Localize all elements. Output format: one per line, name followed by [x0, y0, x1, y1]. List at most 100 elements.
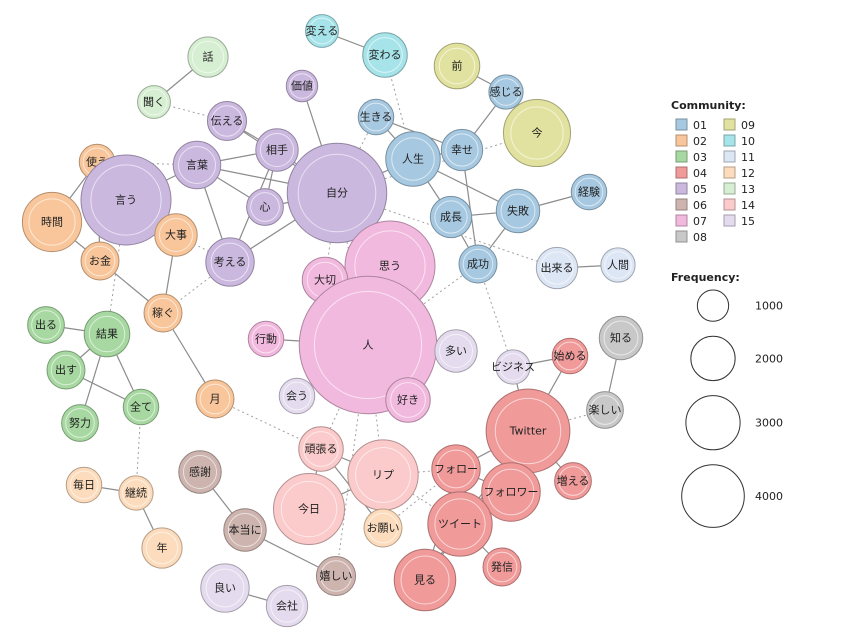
node-seikou[interactable]: 成功 — [458, 244, 498, 284]
node-inner-ring — [178, 146, 216, 184]
node-twitter[interactable]: Twitter — [485, 388, 571, 474]
node-onegai[interactable]: お願い — [363, 508, 403, 548]
node-kotoba[interactable]: 言葉 — [172, 140, 222, 190]
node-circle — [83, 310, 131, 358]
node-hontou[interactable]: 本当に — [223, 508, 267, 552]
node-tsuki[interactable]: 月 — [195, 379, 235, 419]
node-subete[interactable]: 全て — [122, 388, 160, 426]
node-label: 成功 — [467, 258, 489, 271]
node-label: お願い — [367, 522, 400, 535]
node-circle — [495, 188, 541, 234]
node-inner-ring — [210, 242, 250, 282]
node-deru[interactable]: 出る — [27, 306, 65, 344]
node-suki[interactable]: 好き — [385, 377, 431, 423]
node-hajimeru[interactable]: 始める — [551, 337, 589, 375]
node-au[interactable]: 会う — [278, 377, 316, 415]
node-kachi[interactable]: 価値 — [285, 69, 319, 103]
node-circle — [200, 563, 250, 613]
legend-label: 06 — [693, 199, 707, 212]
node-koudou[interactable]: 行動 — [247, 320, 285, 358]
node-label: 発信 — [491, 560, 513, 574]
node-circle — [137, 85, 171, 119]
node-inner-ring — [251, 324, 281, 354]
node-keizoku[interactable]: 継続 — [118, 475, 154, 511]
node-follow[interactable]: フォロー — [431, 444, 481, 494]
node-iu[interactable]: 言う — [80, 154, 172, 246]
node-circle — [427, 491, 493, 557]
node-label: 生きる — [360, 110, 393, 124]
node-ureshii[interactable]: 嬉しい — [315, 555, 357, 597]
node-kaisha[interactable]: 会社 — [265, 584, 309, 628]
node-label: 失敗 — [507, 204, 529, 218]
node-label: 楽しい — [589, 404, 622, 417]
node-aite[interactable]: 相手 — [255, 128, 299, 172]
node-business[interactable]: ビジネス — [491, 349, 535, 385]
node-label: 見る — [414, 574, 436, 587]
node-keiken[interactable]: 経験 — [570, 173, 608, 211]
node-kokoro[interactable]: 心 — [246, 188, 284, 226]
node-label: 出る — [35, 318, 57, 332]
node-circle — [187, 36, 229, 78]
node-ikiru[interactable]: 生きる — [357, 98, 395, 136]
node-ganbaru[interactable]: 頑張る — [298, 426, 344, 472]
legend-swatch — [723, 182, 736, 195]
node-circle — [205, 237, 255, 287]
node-hanashi[interactable]: 話 — [187, 36, 229, 78]
node-miru[interactable]: 見る — [393, 548, 457, 612]
node-shiawase[interactable]: 幸せ — [440, 128, 484, 172]
node-kanjiru[interactable]: 感じる — [488, 74, 524, 110]
legend-item-02: 02 — [675, 134, 707, 148]
node-dekiru[interactable]: 出来る — [535, 246, 579, 290]
node-dasu[interactable]: 出す — [46, 350, 86, 390]
node-inner-ring — [604, 251, 632, 279]
node-toshi[interactable]: 年 — [141, 527, 183, 569]
node-shippai[interactable]: 失敗 — [495, 188, 541, 234]
node-inner-ring — [436, 449, 476, 489]
legend-label: 09 — [741, 119, 755, 132]
node-fueru[interactable]: 増える — [554, 462, 592, 500]
node-circle — [362, 32, 408, 78]
node-rip[interactable]: リプ — [347, 439, 419, 511]
node-shiru[interactable]: 知る — [598, 315, 644, 361]
node-circle — [598, 315, 644, 361]
node-okane[interactable]: お金 — [80, 241, 120, 281]
node-kangaeru[interactable]: 考える — [205, 237, 255, 287]
node-circle — [278, 377, 316, 415]
node-circle — [495, 349, 531, 385]
node-ima[interactable]: 今 — [502, 98, 572, 168]
node-tanoshii[interactable]: 楽しい — [586, 391, 624, 429]
legend-item-12: 12 — [723, 166, 755, 180]
node-kekka[interactable]: 結果 — [83, 310, 131, 358]
node-inner-ring — [400, 555, 450, 605]
node-tweet[interactable]: ツイート — [427, 491, 493, 557]
node-mae[interactable]: 前 — [433, 42, 481, 90]
node-ooi[interactable]: 多い — [434, 329, 478, 373]
node-hasshin[interactable]: 発信 — [482, 547, 522, 587]
node-kansha[interactable]: 感謝 — [178, 450, 222, 494]
node-jibun[interactable]: 自分 — [286, 142, 388, 244]
node-kiku[interactable]: 聞く — [137, 85, 171, 119]
node-daiji[interactable]: 大事 — [154, 213, 198, 257]
node-circle — [143, 293, 183, 333]
node-kasegu[interactable]: 稼ぐ — [143, 293, 183, 333]
node-inner-ring — [462, 248, 494, 280]
node-kawaru[interactable]: 変わる — [362, 32, 408, 78]
node-follower[interactable]: フォロワー — [481, 462, 541, 522]
legend-item-13: 13 — [723, 182, 755, 196]
node-jikan[interactable]: 時間 — [21, 191, 83, 253]
legend-swatch — [723, 166, 736, 179]
node-circle — [434, 329, 478, 373]
node-label: 人間 — [607, 259, 629, 272]
node-seichou[interactable]: 成長 — [429, 195, 473, 239]
node-kaeru[interactable]: 変える — [305, 14, 339, 48]
node-yoi[interactable]: 良い — [200, 563, 250, 613]
node-mainichi[interactable]: 毎日 — [65, 466, 103, 504]
node-jinsei[interactable]: 人生 — [385, 131, 441, 187]
node-label: 知る — [610, 331, 632, 345]
node-tsutaeru[interactable]: 伝える — [206, 100, 248, 142]
node-kyou[interactable]: 今日 — [273, 473, 345, 545]
node-ningen[interactable]: 人間 — [600, 247, 636, 283]
node-doryoku[interactable]: 努力 — [61, 404, 99, 442]
node-inner-ring — [367, 512, 399, 544]
